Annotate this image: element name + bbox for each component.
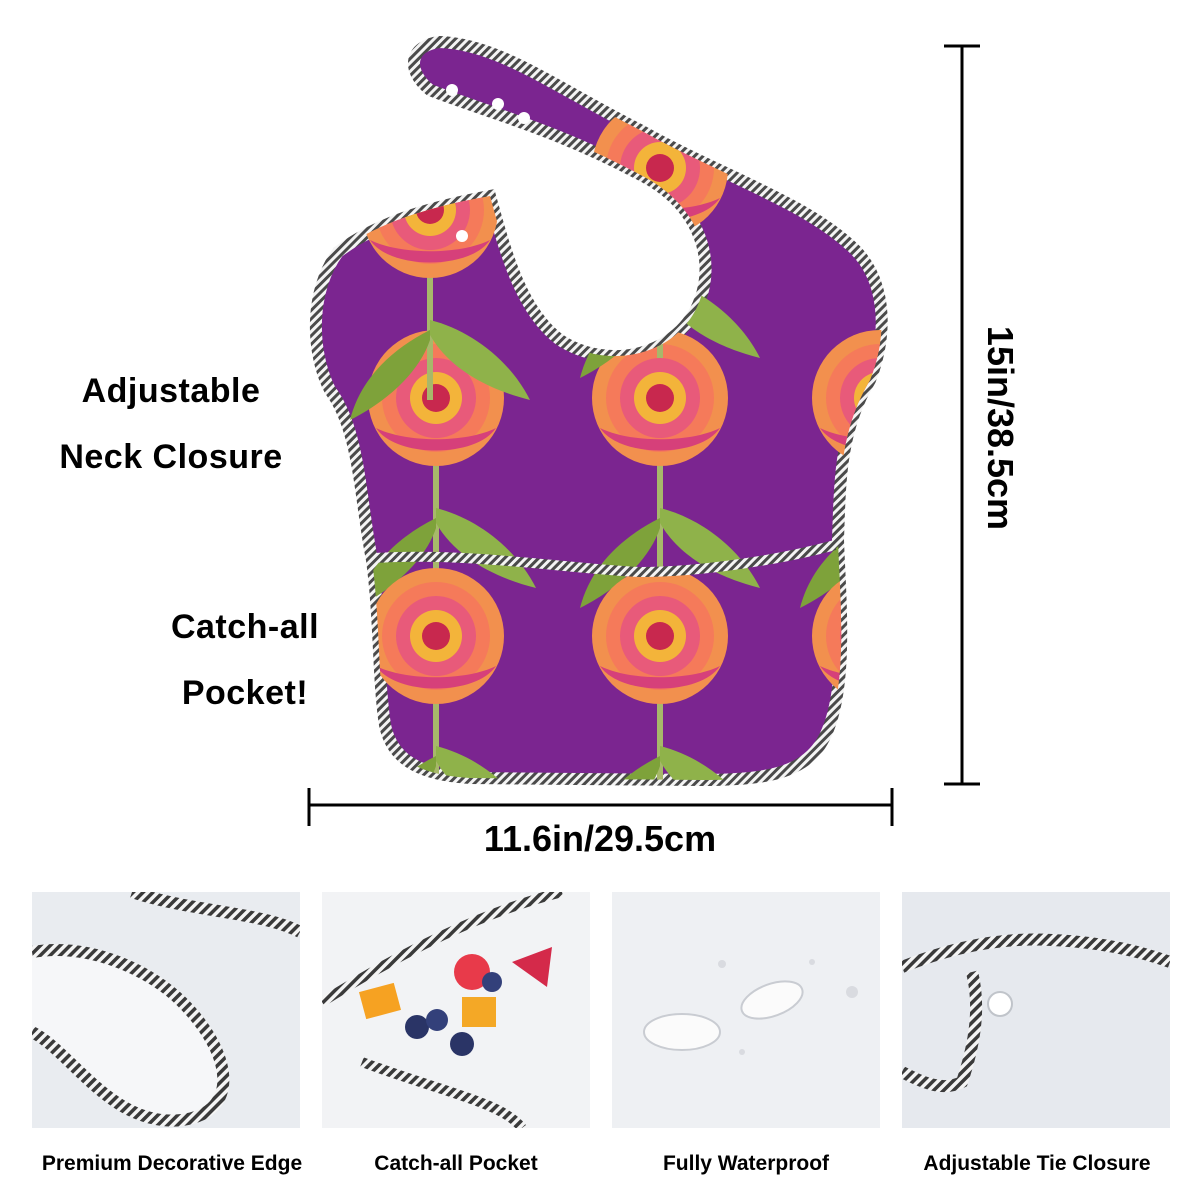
height-measurement: 15in/38.5cm [980,325,1021,531]
feature-caption: Adjustable Tie Closure [923,1152,1151,1175]
snap-button [456,230,468,242]
fruit-in-pocket-image [322,892,590,1128]
width-measurement: 11.6in/29.5cm [483,818,717,859]
water-droplets-image [612,892,880,1128]
neck-closure-label-line1: Adjustable [81,372,261,410]
pocket-label-line2: Pocket! [181,674,309,712]
bib-illustration [307,35,980,826]
pocket-seam [375,540,837,578]
pocket-label-line1: Catch-all [170,608,320,646]
feature-caption: Premium Decorative Edge [41,1152,303,1175]
striped-edge-closeup-image [32,892,300,1128]
feature-caption: Catch-all Pocket [374,1152,538,1175]
snap-button [518,112,530,124]
height-dimension-line [944,44,980,786]
snap-button [446,84,458,96]
snap-button-closeup-image [902,892,1170,1128]
neck-closure-label-line2: Neck Closure [59,438,283,476]
snap-button [492,98,504,110]
width-dimension-line [307,788,894,826]
feature-caption: Fully Waterproof [662,1152,830,1175]
